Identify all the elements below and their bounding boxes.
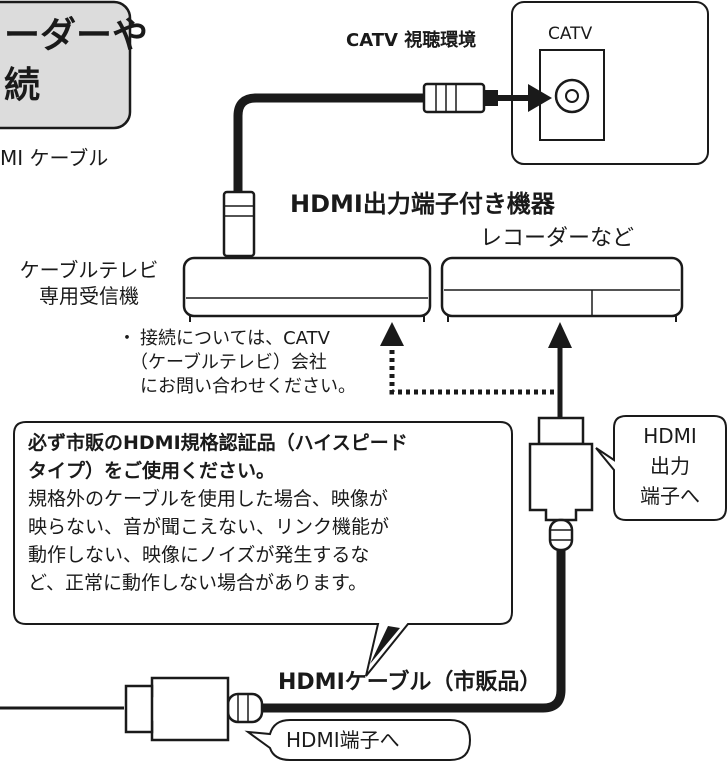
catv-outlet-core [565,89,579,103]
warning-bubble [13,421,513,677]
warning-bold-line-2: タイプ）をご使用ください。 [28,460,276,482]
top-left-text: MI ケーブル [0,146,109,170]
catv-environment-label: CATV 視聴環境 [346,30,477,51]
hdmi-output-callout-line-2: 出力 [650,454,690,478]
hdmi-plug-body-left [140,676,230,742]
hdmi-cable-label: HDMIケーブル（市販品） [278,670,542,695]
hdmi-input-callout [244,719,472,761]
antenna-cable [233,93,428,195]
hdmi-output-callout-line-3: 端子へ [640,484,700,508]
hdmi-input-callout-label: HDMI端子へ [286,728,400,752]
warning-line-3: 動作しない、映像にノイズが発生するな [28,544,370,566]
hdmi-plug-strain-relief-left [226,692,264,724]
hdmi-output-callout [595,415,727,521]
hdmi-plug-tip-right [537,416,585,446]
catv-wall-label: CATV [548,24,593,44]
note-bullet: ・ [118,328,136,349]
note-line-2: （ケーブルテレビ）会社 [130,352,327,373]
antenna-plug-body [422,82,486,114]
recorder-label: レコーダーなど [480,226,635,251]
note-line-3: にお問い合わせください。 [140,376,356,397]
antenna-plug-tip [484,90,498,106]
dotted-connection-line [389,350,560,395]
title-box [0,0,132,130]
stb-label-line-1: ケーブルテレビ [19,258,159,282]
warning-bubble-pointer [370,626,400,664]
title-line-2: 続 [4,65,41,106]
warning-line-4: ど、正常に動作しない場合があります。 [28,572,368,594]
recorder-hdmi-arrow-head [548,322,572,348]
stb-device [182,256,432,318]
stb-antenna-plug [222,190,256,258]
recorder-device [440,256,684,318]
title-line-1: ーダーや [4,15,149,56]
hdmi-plug-body-right [528,442,594,522]
hdmi-plug-tip-left [124,684,154,734]
warning-bold-line-1: 必ず市販のHDMI規格認証品（ハイスピード [28,432,408,454]
stb-hdmi-arrow [380,322,404,346]
stb-label-line-2: 専用受信機 [39,284,139,308]
connect-arrow-head [528,84,552,112]
note-line-1: 接続については、CATV [140,328,330,349]
hdmi-output-callout-line-1: HDMI [643,424,697,448]
devices-heading: HDMI出力端子付き機器 [290,190,555,218]
hdmi-cable [258,550,566,713]
warning-line-2: 映らない、音が聞こえない、リンク機能が [28,516,390,538]
hdmi-plug-strain-relief-right [548,518,574,552]
warning-line-1: 規格外のケーブルを使用した場合、映像が [28,488,388,510]
